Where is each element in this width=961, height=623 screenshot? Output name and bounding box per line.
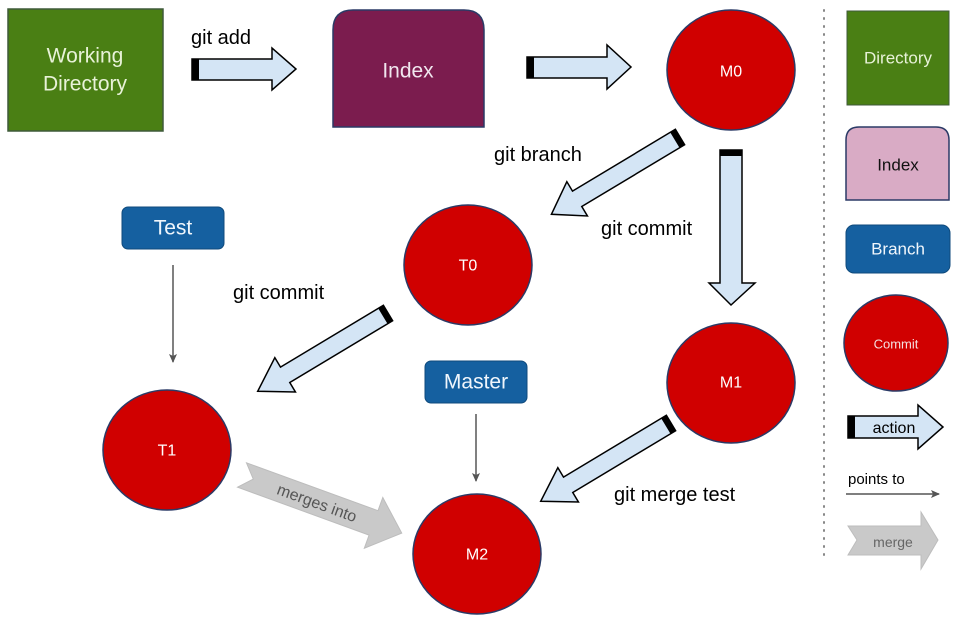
commit-label-t0: T0 bbox=[459, 258, 478, 275]
legend-commit: Commit bbox=[843, 294, 949, 392]
working-directory-label-line1: Working bbox=[47, 45, 124, 68]
commit-node-m0: M0 bbox=[666, 9, 796, 131]
git-commit-master-label: git commit bbox=[601, 218, 693, 240]
legend-points-to-label: points to bbox=[848, 471, 905, 488]
branch-master-text: Master bbox=[444, 371, 508, 394]
git-commit-test-arrow bbox=[256, 304, 394, 393]
commit-label-t1: T1 bbox=[158, 443, 177, 460]
legend-index-label: Index bbox=[877, 156, 919, 175]
git-commit-master-arrow bbox=[707, 149, 757, 307]
legend-branch-label: Branch bbox=[871, 240, 925, 259]
legend-action: action bbox=[847, 403, 945, 451]
legend-commit-label: Commit bbox=[874, 337, 919, 352]
legend-directory-label: Directory bbox=[864, 49, 933, 68]
commit-node-m2: M2 bbox=[412, 493, 542, 615]
branch-label-test: Test bbox=[121, 206, 225, 250]
commit-label-m0: M0 bbox=[720, 64, 742, 81]
index-node: Index bbox=[332, 9, 485, 128]
branch-label-master: Master bbox=[424, 360, 528, 404]
commit-label-m1: M1 bbox=[720, 375, 742, 392]
working-directory-label-line2: Directory bbox=[43, 73, 128, 96]
git-merge-test-label: git merge test bbox=[614, 484, 736, 506]
commit-label-m2: M2 bbox=[466, 547, 488, 564]
legend-merge-label: merge bbox=[873, 534, 913, 550]
legend-index: Index bbox=[845, 126, 950, 201]
git-add-label: git add bbox=[191, 27, 251, 49]
legend-points-to: points to bbox=[846, 471, 940, 498]
git-branch-arrow bbox=[550, 128, 686, 217]
git-branch-label: git branch bbox=[494, 144, 582, 166]
working-directory-node: Working Directory bbox=[7, 8, 164, 132]
commit-node-m1: M1 bbox=[666, 322, 796, 444]
commit-arrow bbox=[526, 43, 633, 91]
git-merge-test-arrow bbox=[539, 414, 677, 503]
branch-test-text: Test bbox=[154, 217, 193, 240]
git-commit-test-label: git commit bbox=[233, 282, 325, 304]
index-label: Index bbox=[382, 60, 434, 83]
commit-node-t1: T1 bbox=[102, 389, 232, 511]
commit-node-t0: T0 bbox=[403, 204, 533, 326]
legend-branch: Branch bbox=[845, 224, 951, 274]
legend: Directory Index Branch Commit action poi… bbox=[843, 10, 951, 571]
legend-merge: merge bbox=[847, 510, 939, 571]
merges-into-arrow: merges into bbox=[236, 461, 403, 550]
git-add-arrow bbox=[191, 46, 298, 92]
legend-directory: Directory bbox=[846, 10, 950, 106]
legend-action-label: action bbox=[873, 420, 916, 437]
